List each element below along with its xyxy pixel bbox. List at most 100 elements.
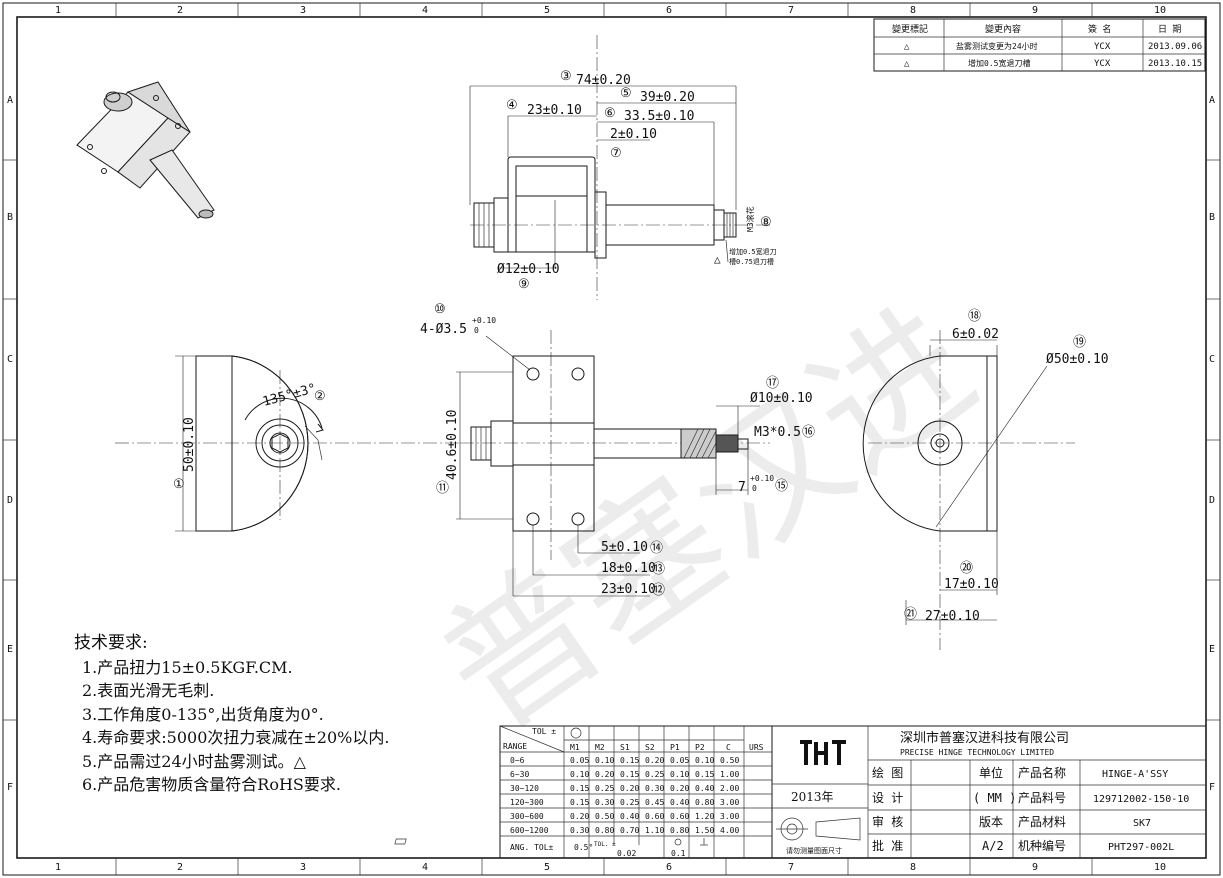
tol-geo-value: 0.1 [671, 849, 686, 858]
field-value: HINGE-A'SSY [1102, 769, 1168, 780]
tol-geo-value: 0.02 [617, 849, 636, 858]
groove-note-text: 槽0.75退刀槽 [729, 257, 774, 266]
tol-value: 0.80 [595, 826, 614, 835]
tol-value: 2.00 [720, 784, 739, 793]
dim-number: ⑮ [775, 479, 788, 494]
revision-sign: YCX [1094, 59, 1111, 69]
row-label: D [1209, 495, 1215, 506]
tol-value: 0.20 [570, 812, 589, 821]
dim-number: ⑨ [518, 277, 530, 292]
revision-header: 日 期 [1158, 24, 1181, 35]
tol-ang-label: ANG. TOL± [510, 843, 554, 852]
top-view-dims: ③ 74±0.20 ④ 23±0.10 ⑤ 39±0.20 ⑥ 33.5±0.1… [497, 69, 772, 292]
row-label: C [1209, 354, 1215, 365]
tol-value: 0.20 [670, 784, 689, 793]
field-label: 产品名称 [1018, 765, 1066, 780]
tol-label: TOL. ± [594, 841, 616, 848]
tol-range: 120~300 [510, 798, 544, 807]
dim-number: ⑰ [766, 376, 779, 391]
row-label: E [1209, 644, 1215, 655]
tol-value: 0.30 [645, 784, 664, 793]
tol-header: P2 [695, 743, 705, 752]
tol-value: 0.25 [620, 798, 639, 807]
tol-value: 1.20 [695, 812, 714, 821]
note-item: 6.产品危害物质含量符合RoHS要求. [82, 775, 341, 794]
note-item: 5.产品需过24小时盐雾测试。△ [82, 751, 306, 771]
col-label: 3 [300, 862, 306, 873]
tol-value: 0.10 [695, 756, 714, 765]
revision-date: 2013.10.15 [1148, 59, 1202, 69]
dim-text: 18±0.10 [601, 561, 656, 576]
col-label: 4 [422, 862, 428, 873]
revision-header: 變更標記 [892, 23, 928, 35]
dim-number: ⑲ [1073, 335, 1086, 350]
field-label: 产品材料 [1018, 815, 1066, 829]
notes-title: 技术要求: [74, 633, 148, 653]
row-labels-left: A B C D E F [7, 95, 13, 793]
row-label: A [7, 95, 13, 106]
tol-value: 4.00 [720, 826, 739, 835]
title-block-text: 2013年 请勿测量图面尺寸 深圳市普塞汉进科技有限公司 PRECISE HIN… [786, 730, 1189, 855]
tol-value: 0.15 [695, 770, 714, 779]
col-label: 8 [910, 5, 916, 16]
dim-number: ⑦ [610, 146, 622, 161]
dim-number: ⑤ [620, 86, 632, 101]
col-label: 8 [910, 862, 916, 873]
tol-header: P1 [670, 743, 680, 752]
tol-header: S2 [645, 743, 655, 752]
dim-number: ③ [560, 69, 572, 84]
revision-date: 2013.09.06 [1148, 42, 1202, 52]
dim-number: ㉑ [904, 607, 917, 622]
revision-header: 變更內容 [985, 23, 1021, 35]
dim-text: 33.5±0.10 [624, 109, 694, 124]
dim-tolerance: 0 [474, 326, 479, 335]
role-label: 绘 图 [872, 765, 903, 780]
tol-value: 0.30 [595, 798, 614, 807]
tol-value: 0.25 [645, 770, 664, 779]
tol-value: 0.50 [595, 812, 614, 821]
dim-text: 39±0.20 [640, 90, 695, 105]
col-label: 7 [788, 862, 794, 873]
tol-value: 0.15 [620, 756, 639, 765]
tol-value: 0.15 [620, 770, 639, 779]
dim-text: M3滚花 [745, 206, 755, 232]
groove-note-text: 增加0.5宽退刀 [729, 247, 777, 256]
dim-text: 4-Ø3.5 [420, 322, 467, 337]
tol-corner-bottom: RANGE [503, 742, 527, 751]
groove-note: △ 增加0.5宽退刀 槽0.75退刀槽 [714, 239, 777, 266]
role-label: 批 准 [872, 838, 903, 853]
tol-value: 0.25 [595, 784, 614, 793]
dim-tolerance: +0.10 [472, 316, 496, 325]
frame-ticks [3, 3, 1220, 875]
tol-value: 0.40 [620, 812, 639, 821]
dim-text: 23±0.10 [601, 582, 656, 597]
tol-value: 0.05 [570, 756, 589, 765]
version-label: 版本 [979, 815, 1003, 829]
dim-text: 5±0.10 [601, 540, 648, 555]
dim-text: 50±0.10 [182, 417, 197, 472]
row-label: C [7, 354, 13, 365]
watermark-text: 普塞汉进 [413, 277, 1004, 764]
tol-value: 0.40 [670, 798, 689, 807]
note-item: 4.寿命要求:5000次扭力衰减在±20%以内. [82, 728, 390, 747]
field-value: PHT297-002L [1108, 842, 1174, 853]
tol-value: 0.10 [670, 770, 689, 779]
revision-header: 簽 名 [1088, 23, 1111, 35]
tol-value: 0.50 [720, 756, 739, 765]
angle-label: 135°±3° [261, 381, 318, 410]
dim-text: 2±0.10 [610, 127, 657, 142]
front-view-dims: ⑩ 4-Ø3.5 +0.10 0 40.6±0.10 ⑪ ⑰ Ø10±0.10 … [420, 302, 815, 598]
tol-value: 0.30 [570, 826, 589, 835]
right-view-dims: ⑱ 6±0.02 ⑲ Ø50±0.10 ⑳ 17±0.10 ㉑ 27±0.10 [904, 309, 1109, 624]
row-label: B [1209, 212, 1215, 223]
col-label: 6 [666, 5, 672, 16]
tol-value: 0.80 [670, 826, 689, 835]
tol-value: 0.20 [620, 784, 639, 793]
role-label: 设 计 [872, 791, 903, 805]
note-item: 3.工作角度0-135°,出货角度为0°. [82, 704, 324, 724]
col-label: 9 [1032, 862, 1038, 873]
title-block [771, 725, 1207, 859]
tol-value: 3.00 [720, 812, 739, 821]
col-label: 10 [1154, 862, 1166, 873]
